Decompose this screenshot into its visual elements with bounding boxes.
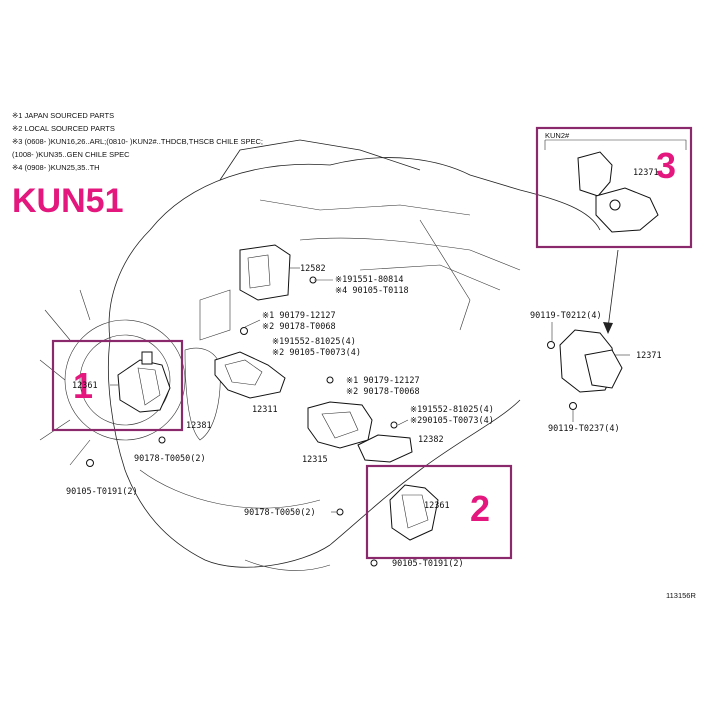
part-number: 90178-T0050(2) bbox=[244, 508, 316, 518]
part-number: ※290105-T0073(4) bbox=[410, 416, 494, 426]
part-number: 90178-T0050(2) bbox=[134, 454, 206, 464]
mount-12361-left bbox=[117, 351, 171, 413]
note-line: ※3 (0608- )KUN16,26..ARL;(0810- )KUN2#..… bbox=[12, 137, 263, 146]
callout-box-2 bbox=[365, 464, 513, 560]
mount-12361-right bbox=[389, 484, 439, 541]
part-number: ※1 90179-12127 bbox=[346, 376, 420, 386]
part-number: 12361 bbox=[424, 501, 450, 511]
part-number: ※2 90178-T0068 bbox=[346, 387, 420, 397]
leader-lines bbox=[110, 279, 574, 513]
inset-label: KUN2# bbox=[545, 131, 570, 140]
note-line: ※2 LOCAL SOURCED PARTS bbox=[12, 124, 115, 133]
part-number: 90105-T0191(2) bbox=[66, 487, 138, 497]
part-number: 90105-T0191(2) bbox=[392, 559, 464, 569]
bolt-icon bbox=[390, 421, 398, 429]
part-number: 12315 bbox=[302, 455, 328, 465]
bracket-12315 bbox=[307, 401, 373, 449]
callout-number: 2 bbox=[470, 488, 490, 529]
part-number: 12582 bbox=[300, 264, 326, 274]
bracket-12311 bbox=[214, 351, 286, 399]
part-number: ※2 90105-T0073(4) bbox=[272, 348, 361, 358]
callout-number: 1 bbox=[73, 365, 93, 406]
arrow-icon bbox=[603, 249, 619, 334]
part-number: 12382 bbox=[418, 435, 444, 445]
part-number: 90119-T0237(4) bbox=[548, 424, 620, 434]
bolt-icon bbox=[569, 402, 577, 410]
mount-12582 bbox=[239, 244, 300, 301]
part-number: 90119-T0212(4) bbox=[530, 311, 602, 321]
part-number: 12371 bbox=[633, 168, 659, 178]
bolt-icon bbox=[326, 376, 334, 384]
bracket-12382 bbox=[357, 434, 413, 463]
part-number: ※191552-81025(4) bbox=[410, 405, 494, 415]
part-number: ※4 90105-T0118 bbox=[335, 286, 409, 296]
callout-number: 3 bbox=[656, 145, 676, 186]
callout-box-1 bbox=[51, 339, 184, 432]
part-number: 12381 bbox=[186, 421, 212, 431]
inset-bracket-line bbox=[544, 139, 687, 150]
note-line: ※1 JAPAN SOURCED PARTS bbox=[12, 111, 114, 120]
part-number: ※2 90178-T0068 bbox=[262, 322, 336, 332]
mount-12371 bbox=[559, 329, 630, 393]
nut-icon bbox=[158, 436, 166, 444]
figure-id: 113156R bbox=[666, 591, 696, 600]
note-line: (1008- )KUN35..GEN CHILE SPEC bbox=[12, 150, 130, 159]
part-number: ※191552-81025(4) bbox=[272, 337, 356, 347]
mount-12371-inset bbox=[577, 151, 659, 233]
part-number: 12371 bbox=[636, 351, 662, 361]
notes-block: ※1 JAPAN SOURCED PARTS ※2 LOCAL SOURCED … bbox=[12, 111, 263, 172]
note-line: ※4 (0908- )KUN25,35..TH bbox=[12, 163, 100, 172]
bolt-icon bbox=[86, 459, 94, 467]
nut-icon bbox=[336, 508, 344, 516]
bolt-icon bbox=[370, 559, 378, 567]
model-title: KUN51 bbox=[12, 182, 123, 220]
part-number: ※1 90179-12127 bbox=[262, 311, 336, 321]
bolt-icon bbox=[240, 327, 248, 335]
part-number: 12361 bbox=[72, 381, 98, 391]
part-number: ※191551-80814 bbox=[335, 275, 404, 285]
callout-box-3 bbox=[535, 126, 693, 249]
part-number: 12311 bbox=[252, 405, 278, 415]
bolt-icon bbox=[547, 341, 555, 349]
